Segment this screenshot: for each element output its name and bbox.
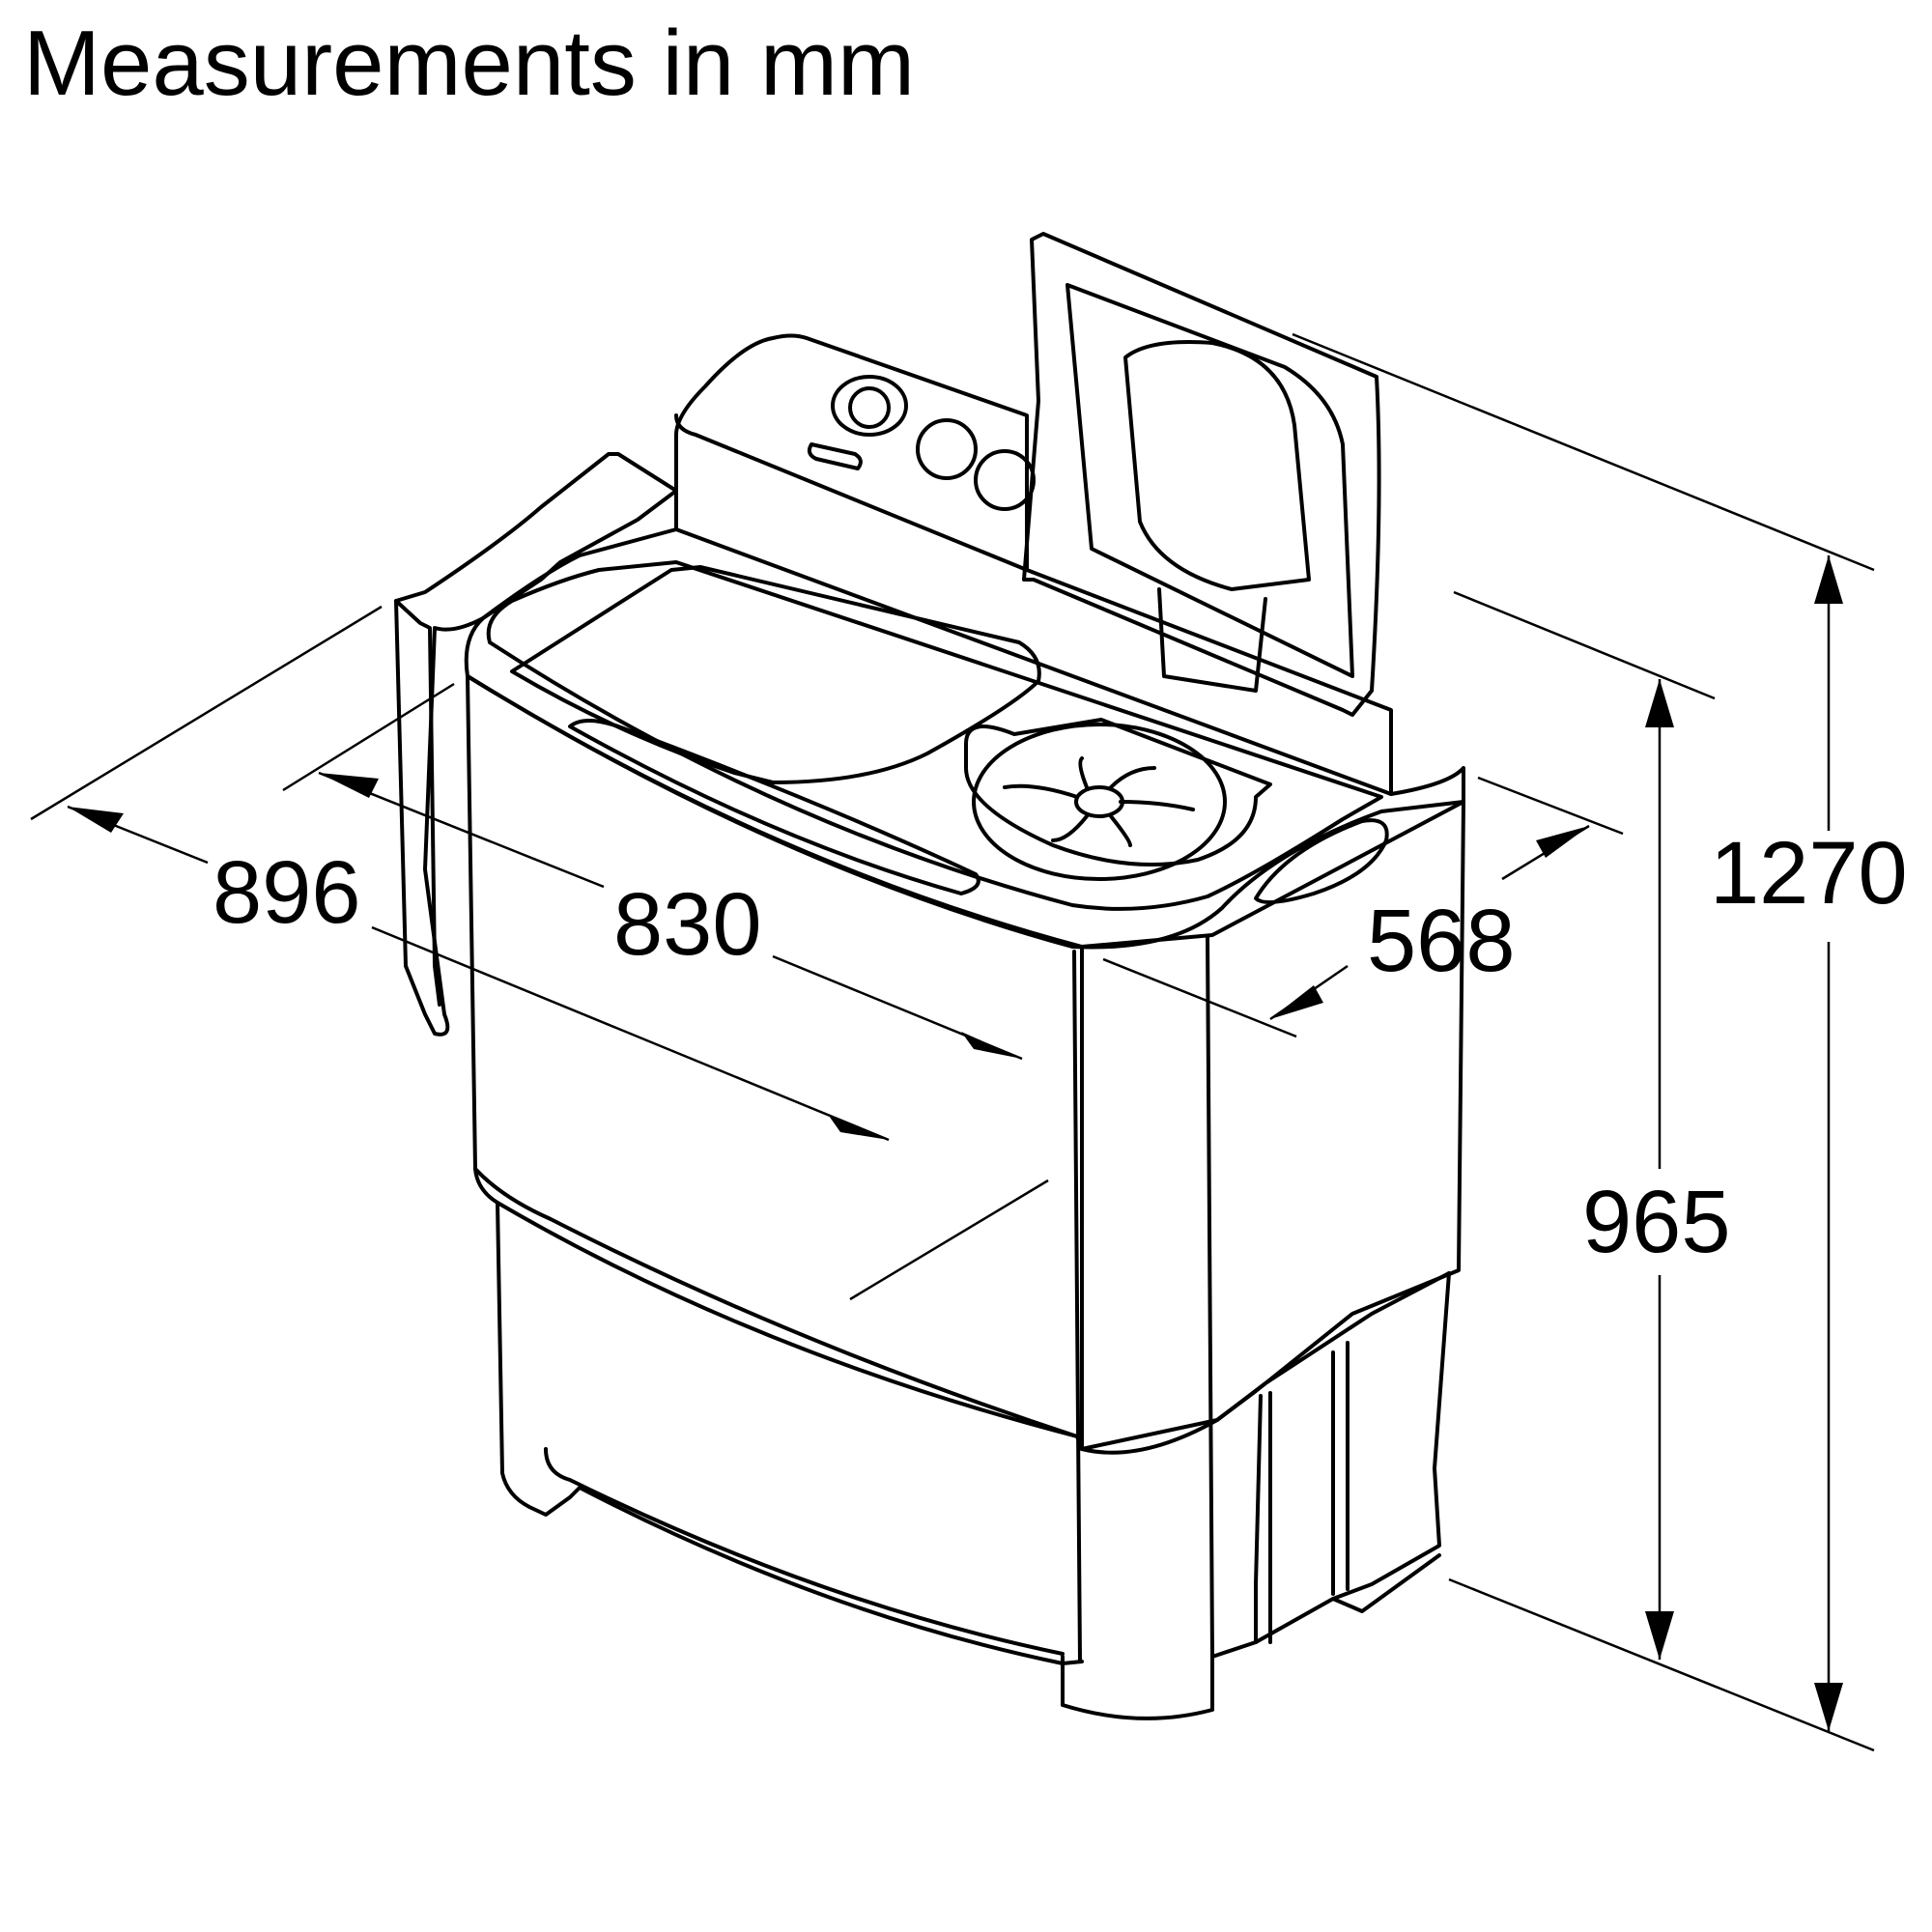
dim-896-ext-1: [30, 605, 383, 821]
dimension-lines: 896 830 568 1270 965: [30, 332, 1908, 1752]
machine-front-belt: [473, 1167, 1079, 1438]
machine-left-side-handle-inner: [394, 599, 441, 1007]
machine-right-belt: [1080, 1271, 1451, 1455]
dim-568-arrow-end: [1270, 985, 1323, 1019]
spin-basket-rim: [964, 718, 1272, 867]
dim-896-label: 896: [213, 843, 361, 942]
dim-896-arrow-end: [829, 1116, 889, 1140]
machine-base-left-inner: [544, 1447, 1065, 1656]
machine-base-right-feet-2: [1331, 1553, 1441, 1613]
machine-vertical-edge-2: [1206, 935, 1214, 1659]
dim-830-ext-1: [282, 682, 455, 792]
open-lid-hinge: [1157, 587, 1267, 693]
dim-1270-ext-top: [1292, 332, 1875, 572]
dim-965-ext-top: [1453, 590, 1716, 700]
dim-965-arrow-bottom: [1645, 1611, 1674, 1660]
machine-right-corner-knob: [1254, 818, 1389, 904]
spin-basket-hub: [1074, 785, 1124, 818]
machine-top-inner-rim: [486, 560, 1383, 911]
control-panel: [674, 333, 1393, 796]
dim-1270-arrow-top: [1814, 555, 1843, 604]
dim-830-arrow-start: [319, 773, 379, 798]
dim-896-arrow-start: [68, 807, 124, 833]
knob-1-icon: [848, 386, 891, 429]
dim-568-label: 568: [1367, 892, 1516, 990]
machine-base-foot: [1061, 1655, 1214, 1720]
machine-left-side-handle: [394, 452, 678, 1037]
knob-2-icon: [916, 418, 978, 480]
dim-1270-ext-bottom: [1448, 1577, 1875, 1752]
machine-base-right-foot: [1254, 1341, 1350, 1644]
control-panel-lower-edge: [674, 413, 1029, 572]
dim-1270-arrow-bottom: [1814, 1683, 1843, 1731]
dim-896-line-b: [371, 925, 890, 1142]
dim-965-label: 965: [1582, 1173, 1731, 1271]
dim-965-arrow-top: [1645, 679, 1674, 727]
open-lid-window: [1123, 340, 1311, 591]
washing-machine-illustration: [394, 232, 1465, 1720]
knob-1-ring-icon: [831, 375, 908, 437]
dim-896-ext-2: [849, 1179, 1049, 1301]
spin-basket-outer: [972, 723, 1227, 881]
dim-1270-label: 1270: [1710, 824, 1908, 923]
machine-front-face: [466, 674, 1084, 1451]
spin-basket-blades: [1003, 756, 1195, 847]
machine-base-left: [496, 1201, 1084, 1665]
control-knobs: [807, 375, 1036, 511]
dim-830-arrow-end: [961, 1032, 1022, 1059]
open-lid-inner: [1065, 283, 1354, 678]
open-lid-outer: [1022, 232, 1381, 717]
dim-568-arrow-start: [1536, 826, 1589, 858]
switch-icon: [807, 442, 863, 470]
page-title: Measurements in mm: [23, 12, 915, 115]
top-front-handle: [568, 719, 980, 895]
machine-vertical-edge-1: [1072, 950, 1082, 1663]
dim-568-ext-2: [1102, 957, 1297, 1038]
dim-830-label: 830: [613, 875, 762, 974]
spin-basket: [964, 718, 1272, 881]
dim-568-ext-1: [1477, 776, 1624, 836]
